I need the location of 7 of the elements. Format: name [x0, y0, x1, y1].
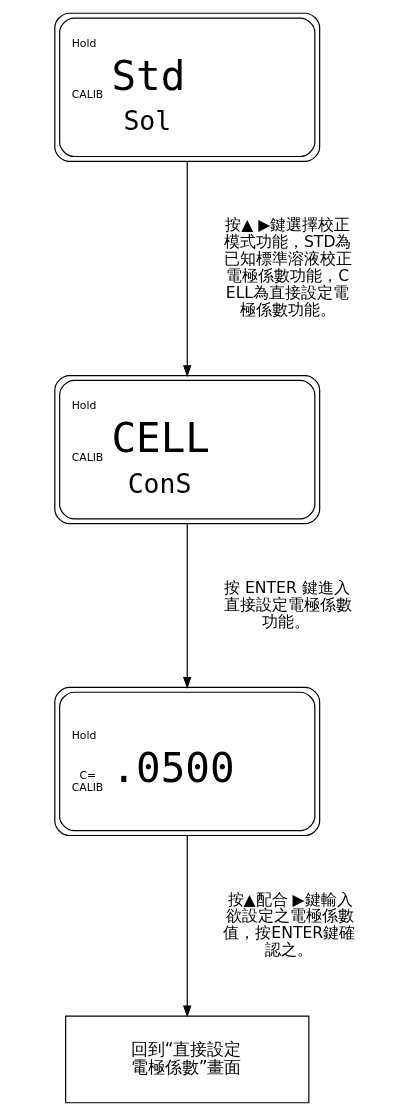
edge-label: 按▲配合 ▶鍵輸入欲設定之電極係數值，按ENTER鍵確認之。 [222, 889, 355, 960]
node-box: 回到“直接設定電極係數”畫面 [64, 1015, 309, 1104]
arrow [182, 835, 191, 1018]
edge-label: 按▲ ▶鍵選擇校正模式功能，STD為已知標準溶液校正電極係數功能，CELL為直接設定電極係數功能。 [223, 215, 352, 319]
arrow [182, 160, 191, 378]
edge-label: 按 ENTER 鍵進入直接設定電極係數功能。 [223, 577, 352, 631]
arrow [182, 523, 191, 690]
